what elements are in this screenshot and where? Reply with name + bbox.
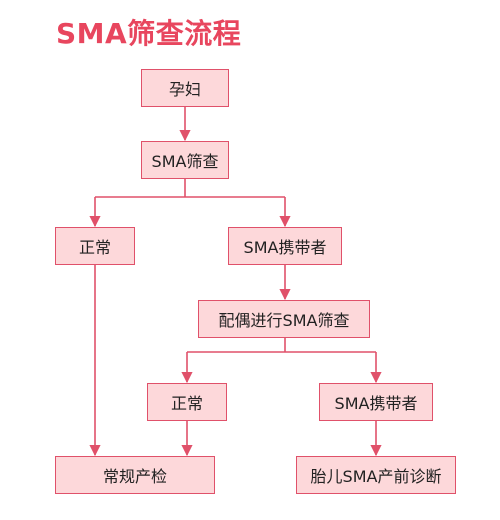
- node-pregnant: 孕妇: [141, 69, 229, 107]
- node-normal-1: 正常: [55, 227, 135, 265]
- node-sma-carrier-2: SMA携带者: [319, 383, 433, 421]
- node-sma-carrier-1: SMA携带者: [228, 227, 342, 265]
- node-routine-checkup: 常规产检: [55, 456, 215, 494]
- page-title: SMA筛查流程: [56, 17, 242, 50]
- node-normal-2: 正常: [147, 383, 227, 421]
- node-sma-screening: SMA筛查: [141, 141, 229, 179]
- node-prenatal-diagnosis: 胎儿SMA产前诊断: [296, 456, 456, 494]
- node-spouse-screening: 配偶进行SMA筛查: [198, 300, 370, 338]
